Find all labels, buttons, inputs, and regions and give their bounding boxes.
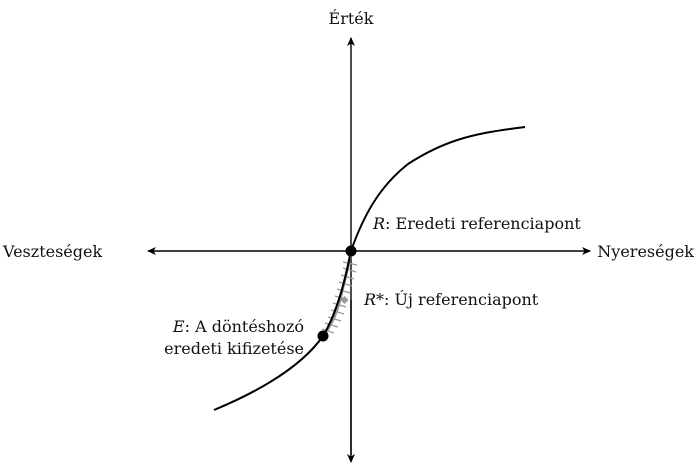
point-e (317, 330, 329, 342)
label-r: R: Eredeti referenciapont (372, 214, 581, 233)
point-r-star (340, 296, 349, 304)
label-r-star: R*: Új referenciapont (363, 289, 539, 309)
label-r-star-symbol: R* (363, 290, 384, 309)
label-r-text: : Eredeti referenciapont (385, 214, 581, 233)
point-r (345, 245, 357, 257)
label-r-star-text: : Új referenciapont (384, 289, 539, 309)
loss-hatch (321, 250, 358, 337)
label-r-symbol: R (372, 214, 385, 233)
label-e-text1: : A döntéshozó (185, 317, 304, 336)
label-e-line2: eredeti kifizetése (164, 339, 304, 358)
label-e-symbol: E (172, 317, 185, 336)
value-curve (213, 126, 526, 411)
label-e-line1: E: A döntéshozó (172, 317, 304, 336)
x-axis-left-label: Veszteségek (2, 242, 102, 261)
x-axis-right-label: Nyereségek (597, 242, 694, 261)
y-axis-label: Érték (329, 8, 374, 28)
